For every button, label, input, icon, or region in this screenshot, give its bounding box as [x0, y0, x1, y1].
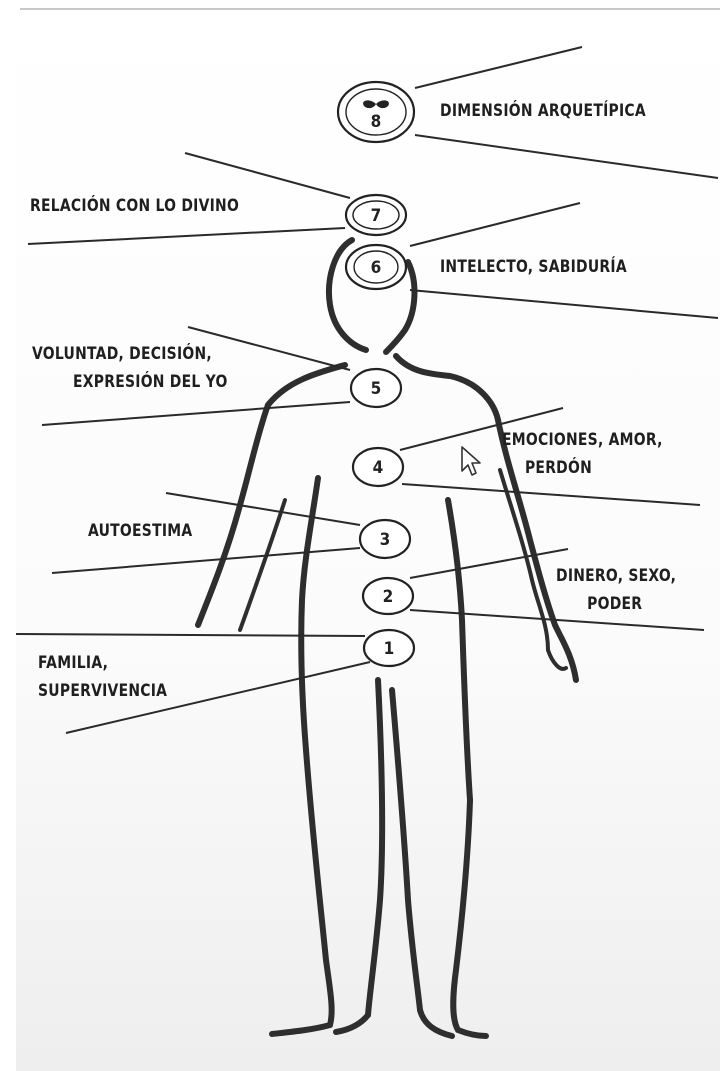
- mouse-pointer-icon: [460, 445, 484, 479]
- label-chakra-5-line-1: VOLUNTAD, DECISIÓN,: [32, 340, 228, 368]
- label-chakra-4-line-2: PERDÓN: [502, 454, 663, 482]
- label-chakra-5: VOLUNTAD, DECISIÓN, EXPRESIÓN DEL YO: [32, 340, 228, 396]
- chakra-number-2: 2: [383, 587, 394, 607]
- chakra-node-3: 3: [360, 520, 410, 558]
- label-chakra-6: INTELECTO, SABIDURÍA: [440, 253, 627, 281]
- label-chakra-3-line-1: AUTOESTIMA: [88, 517, 192, 545]
- label-chakra-2-line-2: PODER: [556, 590, 676, 618]
- leader-8-lower: [415, 135, 718, 178]
- leader-2-upper: [410, 549, 568, 578]
- label-chakra-8: DIMENSIÓN ARQUETÍPICA: [440, 97, 646, 125]
- leader-8-upper: [415, 47, 582, 88]
- chakra-number-3: 3: [380, 530, 391, 550]
- chakra-node-2: 2: [363, 578, 413, 614]
- chakra-number-4: 4: [373, 458, 384, 478]
- chakra-node-4: 4: [353, 448, 403, 486]
- label-chakra-7-line-1: RELACIÓN CON LO DIVINO: [30, 192, 239, 220]
- leader-7-lower: [28, 228, 345, 244]
- chakra-number-5: 5: [371, 379, 382, 399]
- label-chakra-4: EMOCIONES, AMOR, PERDÓN: [502, 426, 663, 482]
- chakra-node-5: 5: [351, 369, 401, 407]
- label-chakra-5-line-2: EXPRESIÓN DEL YO: [32, 368, 228, 396]
- leader-6-upper: [410, 203, 580, 246]
- chakra-number-8: 8: [371, 112, 382, 132]
- chakra-number-1: 1: [384, 639, 395, 659]
- label-chakra-1-line-1: FAMILIA,: [38, 649, 167, 677]
- leader-3-upper: [166, 493, 360, 525]
- chakra-node-7: 7: [346, 195, 406, 235]
- label-chakra-7: RELACIÓN CON LO DIVINO: [30, 192, 239, 220]
- chakra-node-6: 6: [346, 245, 406, 289]
- label-chakra-1-line-2: SUPERVIVENCIA: [38, 677, 167, 705]
- label-chakra-2-line-1: DINERO, SEXO,: [556, 562, 676, 590]
- label-chakra-1: FAMILIA, SUPERVIVENCIA: [38, 649, 167, 705]
- label-chakra-8-line-1: DIMENSIÓN ARQUETÍPICA: [440, 97, 646, 125]
- chakra-node-1: 1: [364, 630, 414, 666]
- label-chakra-3: AUTOESTIMA: [88, 517, 192, 545]
- label-chakra-2: DINERO, SEXO, PODER: [556, 562, 676, 618]
- label-chakra-6-line-1: INTELECTO, SABIDURÍA: [440, 253, 627, 281]
- chakra-node-8: 8: [338, 82, 414, 142]
- leader-3-lower: [52, 548, 360, 573]
- label-chakra-4-line-1: EMOCIONES, AMOR,: [502, 426, 663, 454]
- chakra-number-6: 6: [371, 258, 382, 278]
- leader-6-lower: [410, 290, 718, 318]
- leader-1-upper: [16, 634, 365, 636]
- leader-5-lower: [42, 402, 350, 425]
- chakra-number-7: 7: [371, 206, 382, 226]
